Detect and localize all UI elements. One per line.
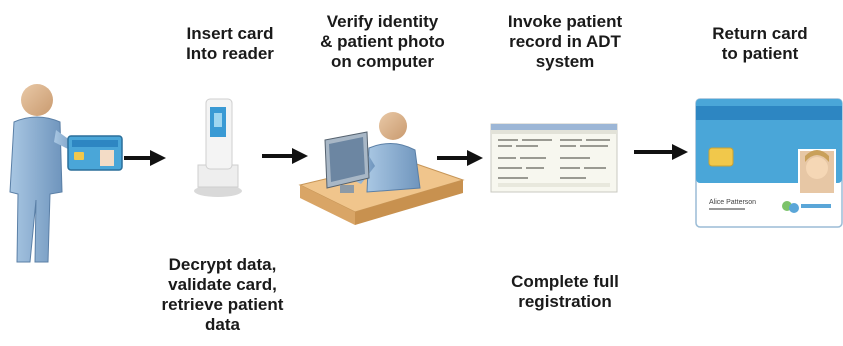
patient-id-card-icon: Alice Patterson bbox=[695, 98, 843, 228]
adt-screen-icon bbox=[490, 123, 618, 193]
arrow-3 bbox=[437, 150, 483, 166]
patient-with-card-icon bbox=[9, 84, 123, 263]
arrow-1 bbox=[124, 150, 166, 166]
arrow-4 bbox=[634, 144, 688, 160]
card-logo bbox=[782, 201, 831, 213]
clerk-at-computer-icon bbox=[298, 112, 465, 225]
arrow-2 bbox=[262, 148, 308, 164]
id-card-name: Alice Patterson bbox=[709, 199, 756, 206]
note-decrypt-data: Decrypt data,validate card, retrieve pat… bbox=[161, 255, 284, 334]
patient-id-card-small-icon bbox=[67, 135, 123, 171]
patient-photo bbox=[798, 149, 836, 195]
card-reader-icon bbox=[194, 98, 242, 197]
